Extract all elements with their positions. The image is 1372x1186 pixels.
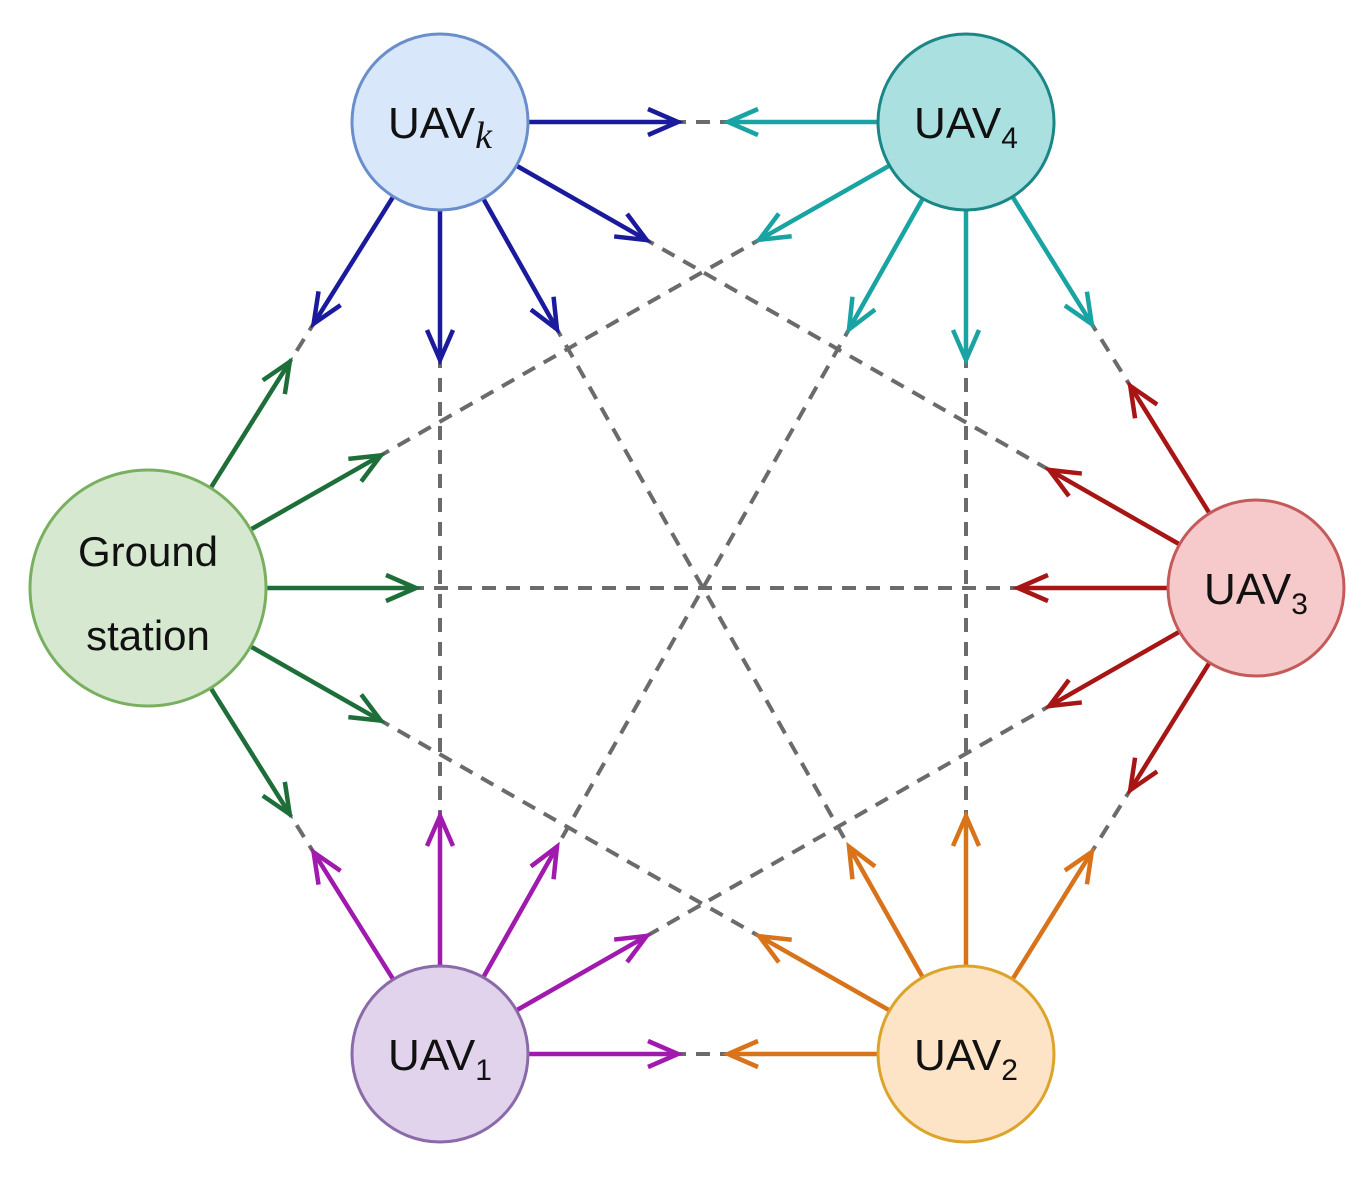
arrow-k-to-u4 [528,106,684,138]
arrow-u1-to-g [310,847,396,981]
arrow-g-to-u1 [208,686,293,820]
node-ground-station-circle [30,470,266,706]
arrow-k-to-g [310,195,396,329]
arrow-u1-to-u4 [481,841,560,979]
node-uav-4-circle [878,34,1054,210]
arrow-u4-to-g [754,163,891,243]
arrow-u4-to-k [722,106,878,138]
ground-station-label-line2: station [86,612,210,659]
node-uav-1-circle [352,966,528,1142]
arrow-u4-to-u2 [950,210,982,366]
node-uav-3-circle [1168,500,1344,676]
node-uav-2[interactable]: UAV2 [876,964,1056,1144]
node-ground-station[interactable]: Ground station [28,468,268,708]
arrow-u1-to-u3 [515,933,652,1013]
arrow-u1-to-k [424,810,456,966]
arrow-g-to-k [208,356,293,490]
ground-station-label-line1: Ground [78,528,218,575]
node-uav-k-label: UAVk [388,99,493,157]
arrow-u3-to-u2 [1127,661,1212,795]
node-uav-3[interactable]: UAV3 [1166,498,1346,678]
arrow-u2-to-k [846,841,925,979]
arrow-k-to-u3 [515,163,652,243]
arrow-u3-to-k [1044,467,1181,547]
node-uav-1-label: UAV1 [388,1031,492,1087]
node-uav-k-circle [352,34,528,210]
arrow-u2-to-g [754,933,891,1013]
arrow-u4-to-u1 [846,197,925,335]
node-uav-2-circle [878,966,1054,1142]
node-uav-2-label: UAV2 [914,1031,1018,1087]
arrow-g-to-u4 [249,452,386,532]
arrow-k-to-u1 [424,210,456,366]
arrow-u3-to-u4 [1127,381,1212,515]
arrow-g-to-u3 [266,572,422,604]
arrow-u2-to-u4 [950,810,982,966]
arrow-u2-to-u3 [1010,847,1095,981]
arrow-u1-to-u2 [528,1038,684,1070]
node-uav-4[interactable]: UAV4 [876,32,1056,212]
node-uav-4-label: UAV4 [914,99,1018,155]
arrow-g-to-u2 [249,644,386,724]
node-uav-3-label: UAV3 [1204,565,1308,621]
arrow-u4-to-u3 [1010,195,1095,329]
node-uav-1[interactable]: UAV1 [350,964,530,1144]
arrows [208,106,1212,1070]
arrow-u2-to-u1 [722,1038,878,1070]
arrow-k-to-u2 [481,197,560,335]
node-uav-k[interactable]: UAVk [350,32,530,212]
arrow-u3-to-g [1012,572,1168,604]
arrow-u3-to-u1 [1044,629,1181,709]
nodes: UAVk UAV4 UAV3 UAV2 UAV1 Ground station [28,32,1346,1144]
